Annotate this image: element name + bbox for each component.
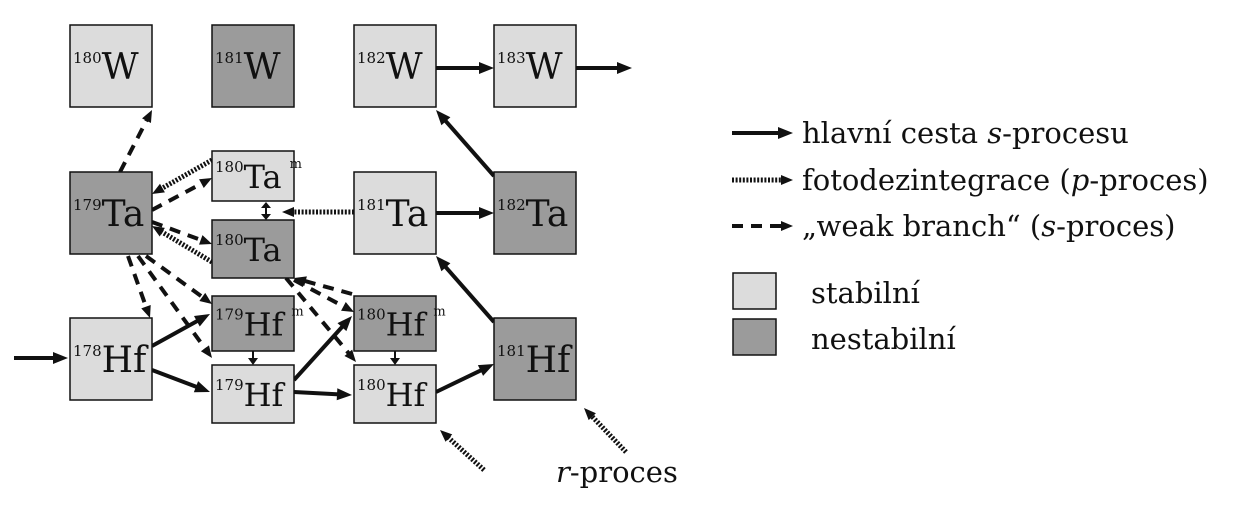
nuclide-label: 182W <box>357 47 423 88</box>
nuclide-box-w182: 182W <box>353 24 437 108</box>
arrow-ta179-ta180 <box>151 220 212 245</box>
nuclide-label: 180Hf <box>357 376 428 414</box>
arrow-ta179-hf179 <box>136 254 212 358</box>
arrow-w182-w183 <box>436 62 494 74</box>
nuclide-rect <box>353 171 437 255</box>
arrow-hf178-hf179 <box>151 368 210 393</box>
nuclide-label: 181Hf <box>497 340 573 381</box>
legend-stable-swatch <box>732 272 777 310</box>
nuclide-box-hf180: 180Hf <box>353 364 437 424</box>
legend-stable-label: stabilní <box>811 276 921 310</box>
nuclide-box-w181: 181W <box>211 24 295 108</box>
arrow-hf180m-hf180 <box>390 351 400 365</box>
legend-arrow-samples <box>732 127 793 231</box>
arrows-layer <box>14 62 632 472</box>
nuclide-rect <box>353 295 437 352</box>
nuclide-box-w183: 183W <box>493 24 577 108</box>
nuclide-rect <box>211 364 295 424</box>
nuclide-rect <box>69 171 153 255</box>
r-process-label: r-proces <box>556 455 678 489</box>
nuclide-label: 180W <box>73 47 139 88</box>
arrow-hf178-hf179m <box>151 314 210 348</box>
nuclide-rect <box>211 150 295 202</box>
legend-main-path: hlavní cesta s-procesu <box>802 116 1129 150</box>
nuclide-rect <box>211 295 295 352</box>
nuclide-label: 178Hf <box>73 340 149 381</box>
arrow-ta181-ta182 <box>436 207 494 219</box>
nuclide-rect <box>493 317 577 401</box>
nuclide-label: 180Ta <box>215 231 282 269</box>
arrow-ta181-ta180 <box>282 207 354 217</box>
arrow-ta180m-ta179 <box>152 157 214 194</box>
arrow-ta179-hf179m <box>144 254 212 304</box>
nuclide-label: 183W <box>497 47 563 88</box>
arrow-hf179-hf180 <box>293 388 352 401</box>
arrow-ta180-hf180 <box>284 276 356 362</box>
nuclide-label: 179Hf <box>215 376 286 414</box>
arrow-hf179m-hf179 <box>248 351 258 365</box>
nuclide-box-ta180: 180Ta <box>211 219 295 279</box>
legend-arrow-dashed <box>732 221 793 231</box>
nuclide-rect <box>211 219 295 279</box>
nuclide-box-ta179: 179Ta <box>69 171 153 255</box>
arrow-r-process-hf180 <box>440 430 486 472</box>
nuclide-box-hf178: 178Hf <box>69 317 153 401</box>
arrow-ta180-ta179 <box>152 226 214 265</box>
nuclide-rect <box>353 364 437 424</box>
legend-arrow-dotted <box>732 175 793 185</box>
nuclide-box-ta181: 181Ta <box>353 171 437 255</box>
nuclide-rect <box>69 24 153 108</box>
arrow-w183-out <box>576 62 632 74</box>
arrow-ta179-w180 <box>118 110 152 173</box>
nuclide-box-w180: 180W <box>69 24 153 108</box>
legend: hlavní cesta s-procesu fotodezintegrace … <box>732 116 1209 356</box>
arrow-ta179-ta180m <box>151 178 212 212</box>
nuclide-box-hf181: 181Hf <box>493 317 577 401</box>
nuclide-rect <box>493 24 577 108</box>
nuclide-box-hf179: 179Hf <box>211 364 295 424</box>
legend-unstable-swatch <box>732 318 777 356</box>
nuclide-rect <box>353 24 437 108</box>
nuclide-label: 181W <box>215 47 281 88</box>
legend-photodisintegration: fotodezintegrace (p-proces) <box>802 163 1209 197</box>
legend-unstable-label: nestabilní <box>811 322 956 356</box>
nuclide-rect <box>211 24 295 108</box>
arrow-ta182-w182 <box>436 110 496 178</box>
arrow-ta179-hf178 <box>126 255 151 318</box>
nuclide-label: 181Ta <box>357 194 428 235</box>
arrow-hf180m-ta180 <box>294 276 353 296</box>
legend-arrow-solid <box>732 127 793 139</box>
nuclide-label: 182Ta <box>497 194 568 235</box>
nuclide-label: 179Ta <box>73 194 144 235</box>
arrow-hf179-hf180m <box>292 316 352 382</box>
arrow-hf181-ta181 <box>436 256 496 324</box>
legend-weak-branch: „weak branch“ (s-proces) <box>802 209 1175 243</box>
arrow-r-process-hf181 <box>584 408 628 454</box>
nuclide-rect <box>69 317 153 401</box>
nuclide-box-ta182: 182Ta <box>493 171 577 255</box>
arrow-hf180-hf181 <box>435 364 494 394</box>
nuclide-rect <box>493 171 577 255</box>
arrow-into-hf178 <box>14 352 68 364</box>
arrow-ta180-ta180m <box>261 202 271 220</box>
